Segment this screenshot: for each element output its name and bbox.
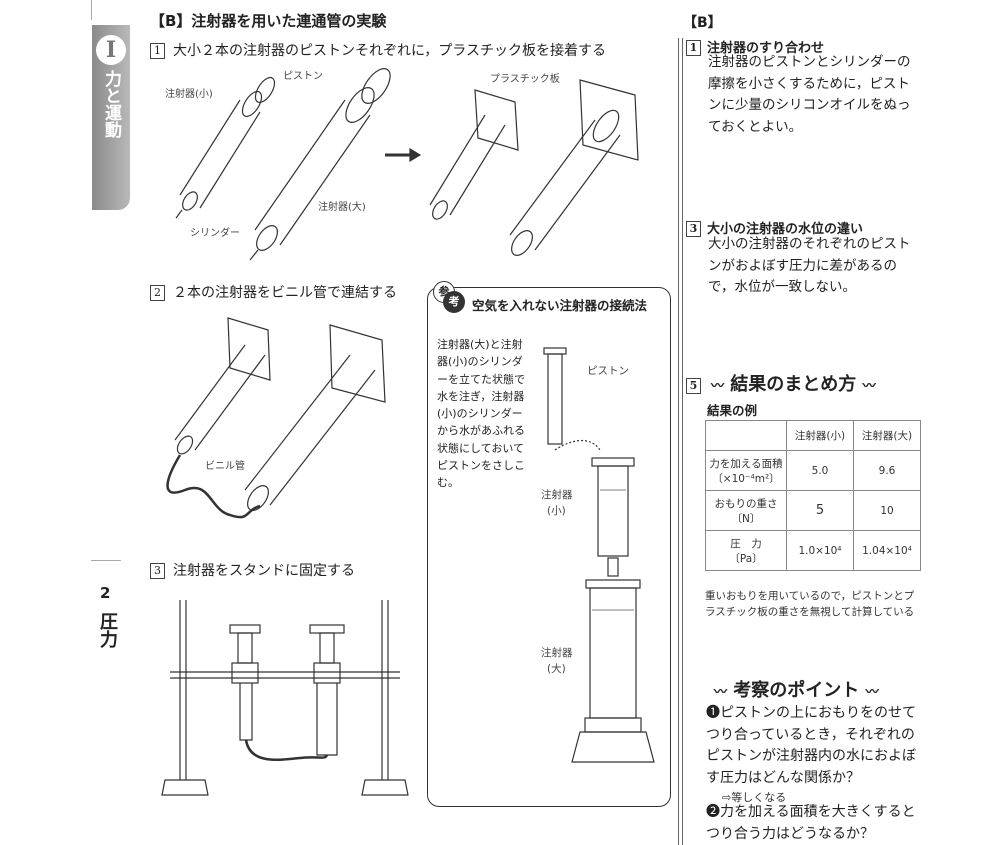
tip3-text: 大小の注射器のそれぞれのピストンがおよぼす圧力に差があるので，水位が一致しない。 [708,236,911,295]
table-cell: 1.0×10⁴ [786,530,854,571]
results-table: 注射器(小) 注射器(大) 力を加える面積〔×10⁻⁴m²〕 5.0 9.6 お… [705,420,921,571]
tip1-heading: 1 注射器のすり合わせ [686,37,824,56]
table-row: 圧 力〔Pa〕 1.0×10⁴ 1.04×10⁴ [705,530,921,571]
label-plastic-plate: プラスチック板 [490,74,560,85]
results-note: 重いおもりを用いているので，ピストンとプラスチック板の重さを無視して計算している [705,590,915,618]
stand-illustration [161,600,409,796]
tip1-text: 注射器のピストンとシリンダーの摩擦を小さくするために，ピストンに少量のシリコンオ… [708,54,911,135]
table-header: 注射器(小) [786,420,854,451]
deco-right-icon: 〰 [862,379,876,394]
chapter-label: 圧力 [97,612,118,648]
discussion-heading: 〰 考察のポイント 〰 [714,676,879,702]
discussion-heading-text: 考察のポイント [733,680,860,701]
table-row: おもりの重さ〔N〕 5 10 [705,490,921,531]
table-cell: 10 [853,490,921,531]
tip-number: 1 [686,40,701,56]
step-2: 2 ２本の注射器をビニル管で連結する [150,282,397,302]
label-vinyl-tube: ビニル管 [205,461,245,472]
rail-line-mid [91,560,121,561]
label-syringe-small: 注射器(小) [165,89,213,100]
tip-title: 大小の注射器の水位の違い [707,222,864,237]
tip3-heading: 3 大小の注射器の水位の違い [686,218,863,237]
deco-right-icon: 〰 [865,685,879,700]
row-label: 力を加える面積〔×10⁻⁴m²〕 [705,450,787,491]
reference-badge-secondary: 考 [443,291,465,313]
discussion-question-1: ❶ピストンの上におもりをのせてつり合っているとき，それぞれのピストンが注射器内の… [706,705,916,786]
right-header: 【B】 [683,15,722,31]
table-cell: 5.0 [786,450,854,491]
tip-number: 3 [686,221,701,237]
step-text: 大小２本の注射器のピストンそれぞれに，プラスチック板を接着する [173,43,607,59]
step-1: 1 大小２本の注射器のピストンそれぞれに，プラスチック板を接着する [150,40,606,60]
discussion-answer-1: ⇨等しくなる [722,791,787,804]
column-divider [678,38,683,845]
deco-left-icon: 〰 [714,685,728,700]
chapter-tab-number: I [96,35,126,65]
label-cylinder: シリンダー [190,228,240,239]
results-example-label: 結果の例 [707,403,758,418]
row-label: 圧 力〔Pa〕 [705,530,787,571]
rail-line-top [91,0,92,20]
label-syringe-large: 注射器(大) [318,202,366,213]
table-cell: 1.04×10⁴ [853,530,921,571]
label-piston: ピストン [283,71,323,82]
reference-text: 注射器(大)と注射器(小)のシリンダーを立てた状態で水を注ぎ，注射器(小)のシリ… [437,338,525,490]
row-label: おもりの重さ〔N〕 [705,490,787,531]
ref-label-large-2: (大) [547,663,566,675]
chapter-number: 2 [100,584,111,602]
ref-label-piston: ピストン [587,365,629,377]
syringe-illustration-2 [166,317,386,519]
table-row: 力を加える面積〔×10⁻⁴m²〕 5.0 9.6 [705,450,921,491]
reference-box [427,287,671,807]
section-title: 【B】注射器を用いた連通管の実験 [150,12,387,30]
step-number: 2 [150,285,165,301]
step-number: 1 [150,43,165,59]
table-cell: 9.6 [853,450,921,491]
ref-label-small-2: (小) [547,505,566,517]
step-3: 3 注射器をスタンドに固定する [150,560,355,580]
syringe-illustration-1 [175,68,639,261]
ref-label-large-1: 注射器 [541,647,573,659]
chapter-tab-label: 力と運動 [101,70,121,138]
step-text: 注射器をスタンドに固定する [173,563,355,579]
tip-title: 注射器のすり合わせ [707,41,825,56]
reference-title: 空気を入れない注射器の接続法 [472,298,648,313]
table-cell: 5 [786,490,854,531]
results-heading-text: 結果のまとめ方 [730,374,857,395]
table-corner [705,420,787,451]
ref-label-small-1: 注射器 [541,489,573,501]
table-header: 注射器(大) [853,420,921,451]
results-heading: 5 〰 結果のまとめ方 〰 [686,370,876,396]
results-number: 5 [686,378,701,394]
step-text: ２本の注射器をビニル管で連結する [173,285,397,301]
deco-left-icon: 〰 [711,379,725,394]
discussion-question-2: ❷力を加える面積を大きくするとつり合う力はどうなるか？ [706,804,916,842]
reference-illustration [543,347,655,763]
step-number: 3 [150,563,165,579]
